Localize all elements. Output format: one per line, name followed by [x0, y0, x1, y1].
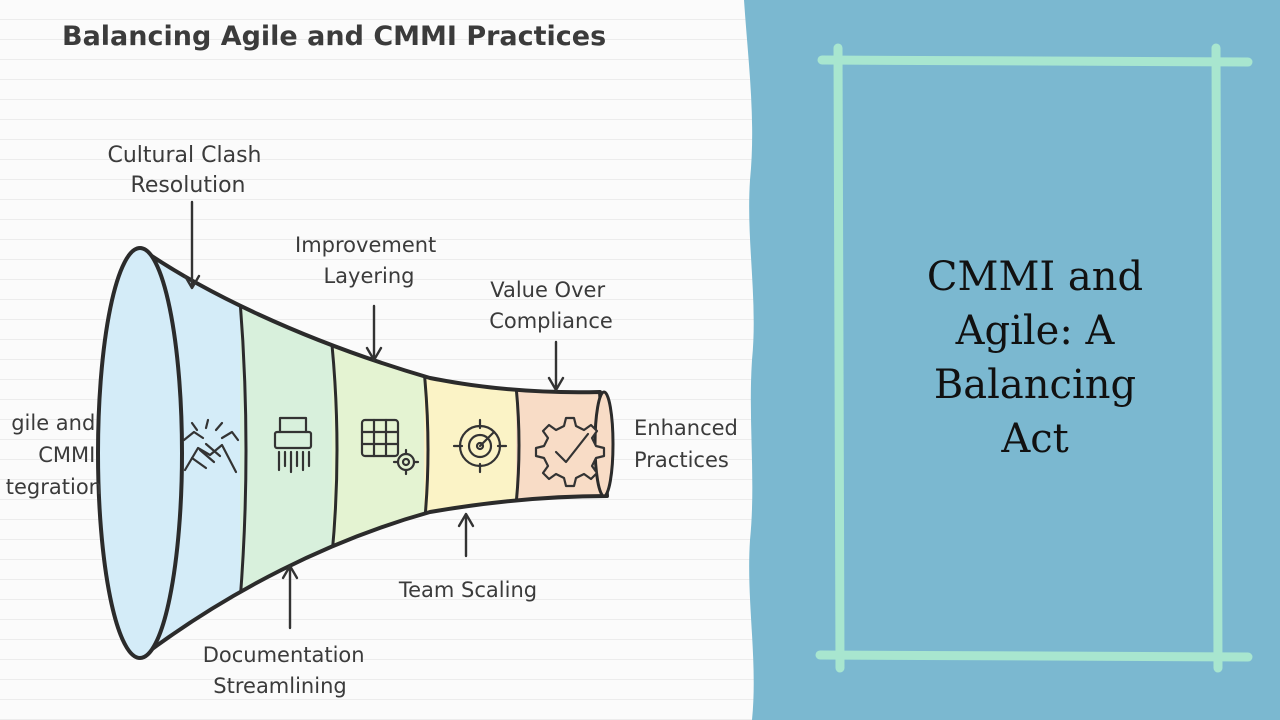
stage-divider-1: [238, 299, 248, 603]
label-arrows: [183, 200, 565, 630]
label-exit: Enhanced Practices: [634, 416, 745, 472]
shredder-icon: [273, 416, 313, 474]
funnel-mouth: [96, 246, 184, 660]
funnel-outline: [138, 246, 609, 660]
slide-title: CMMI and Agile: A Balancing Act: [860, 250, 1210, 466]
funnel-diagram: Balancing Agile and CMMI Practices: [0, 0, 754, 720]
slide-title-line: Act: [1001, 416, 1069, 462]
label-cultural: Cultural Clash Resolution: [108, 143, 269, 198]
handshake-icon: [182, 418, 240, 474]
gear-check-icon: [534, 416, 606, 488]
slide-title-line: CMMI and: [926, 254, 1144, 300]
stage-divider-4: [514, 385, 521, 506]
frame-right: [1211, 43, 1223, 673]
frame-bottom: [815, 650, 1253, 662]
grid-gear-icon: [360, 418, 420, 476]
frame-left: [833, 43, 845, 673]
arrow-cultural: [183, 200, 201, 290]
arrow-improvement: [365, 304, 383, 362]
decorative-frame: [815, 43, 1253, 673]
arrow-team: [457, 512, 475, 558]
diagram-panel: Balancing Agile and CMMI Practices: [0, 0, 754, 720]
label-documentation: Documentation Streamlining: [203, 643, 372, 698]
diagram-title: Balancing Agile and CMMI Practices: [62, 21, 606, 52]
target-icon: [452, 418, 508, 474]
title-panel: [760, 0, 1280, 720]
arrow-documentation: [281, 564, 299, 630]
funnel-exit: [593, 390, 615, 498]
stage-divider-2: [330, 344, 339, 556]
frame-top: [817, 55, 1253, 67]
label-improvement: Improvement Layering: [295, 233, 443, 288]
slide-title-line: Balancing: [933, 362, 1137, 408]
label-value: Value Over Compliance: [489, 278, 613, 333]
label-team: Team Scaling: [398, 578, 537, 602]
stage-divider-3: [422, 369, 430, 529]
label-entry: gile and CMMI tegration: [6, 411, 102, 499]
slide-title-line: Agile: A: [955, 308, 1115, 354]
arrow-value: [547, 340, 565, 392]
